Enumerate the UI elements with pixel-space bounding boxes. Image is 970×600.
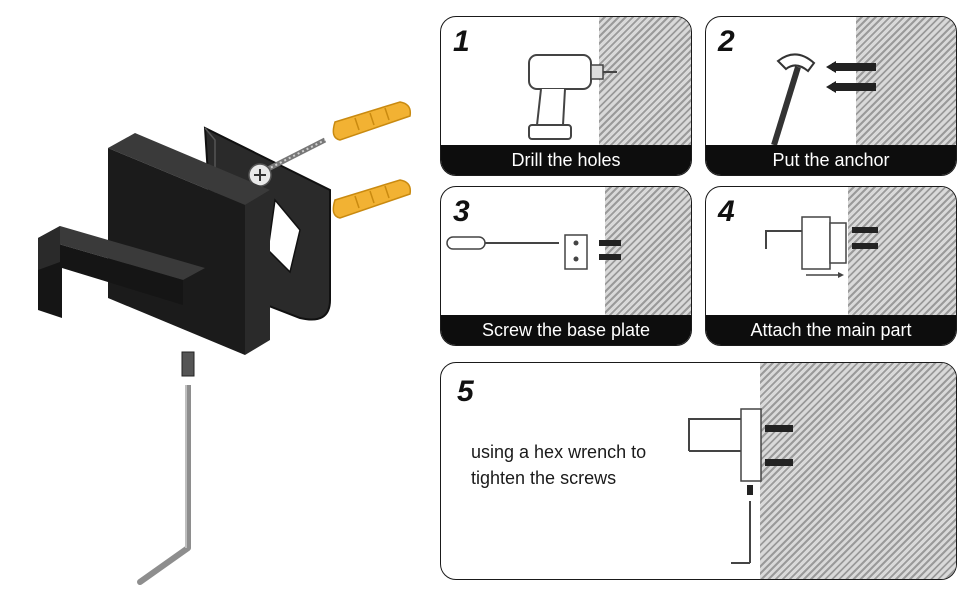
- step-2-panel: 2 Put the anchor: [705, 16, 957, 176]
- instruction-line-1: using a hex wrench to: [471, 442, 647, 462]
- hammer-icon: [771, 53, 876, 146]
- base-plate-icon: [564, 234, 588, 270]
- hook-icon: [765, 216, 878, 278]
- screwdriver-icon: [446, 234, 621, 270]
- hex-wrench: [137, 351, 195, 585]
- hook-body: [38, 133, 270, 355]
- anchor-icon: [765, 425, 793, 466]
- step-caption: Attach the main part: [706, 315, 956, 345]
- step-4-panel: 4 Attach the main part: [705, 186, 957, 346]
- screw: [248, 137, 327, 187]
- step-number: 3: [453, 195, 470, 228]
- hex-wrench-icon: [731, 485, 753, 564]
- step-1-panel: 1 Drill the holes: [440, 16, 692, 176]
- wall-anchor-top: [332, 101, 412, 141]
- step-caption: Put the anchor: [706, 145, 956, 175]
- step-number: 1: [453, 25, 470, 58]
- step-3-panel: 3 Screw the base plate: [440, 186, 692, 346]
- product-illustration: [38, 101, 412, 585]
- instruction-text: using a hex wrench to tighten the screws: [471, 439, 646, 491]
- wall-texture: [760, 363, 956, 579]
- hex-wrench-assembly-icon: [688, 408, 793, 564]
- step-5-panel: 5 using a hex wrench to tighten the scre…: [440, 362, 957, 580]
- wall-anchor-bottom: [332, 179, 412, 219]
- instruction-line-2: tighten the screws: [471, 468, 617, 488]
- step-number: 2: [718, 25, 735, 58]
- anchor-icon: [852, 227, 878, 249]
- step-caption: Drill the holes: [441, 145, 691, 175]
- step-number: 5: [457, 375, 474, 408]
- step-number: 4: [718, 195, 735, 228]
- anchor-icon: [599, 240, 621, 260]
- step-caption: Screw the base plate: [441, 315, 691, 345]
- drill-icon: [528, 54, 617, 140]
- anchor-icon: [826, 61, 876, 93]
